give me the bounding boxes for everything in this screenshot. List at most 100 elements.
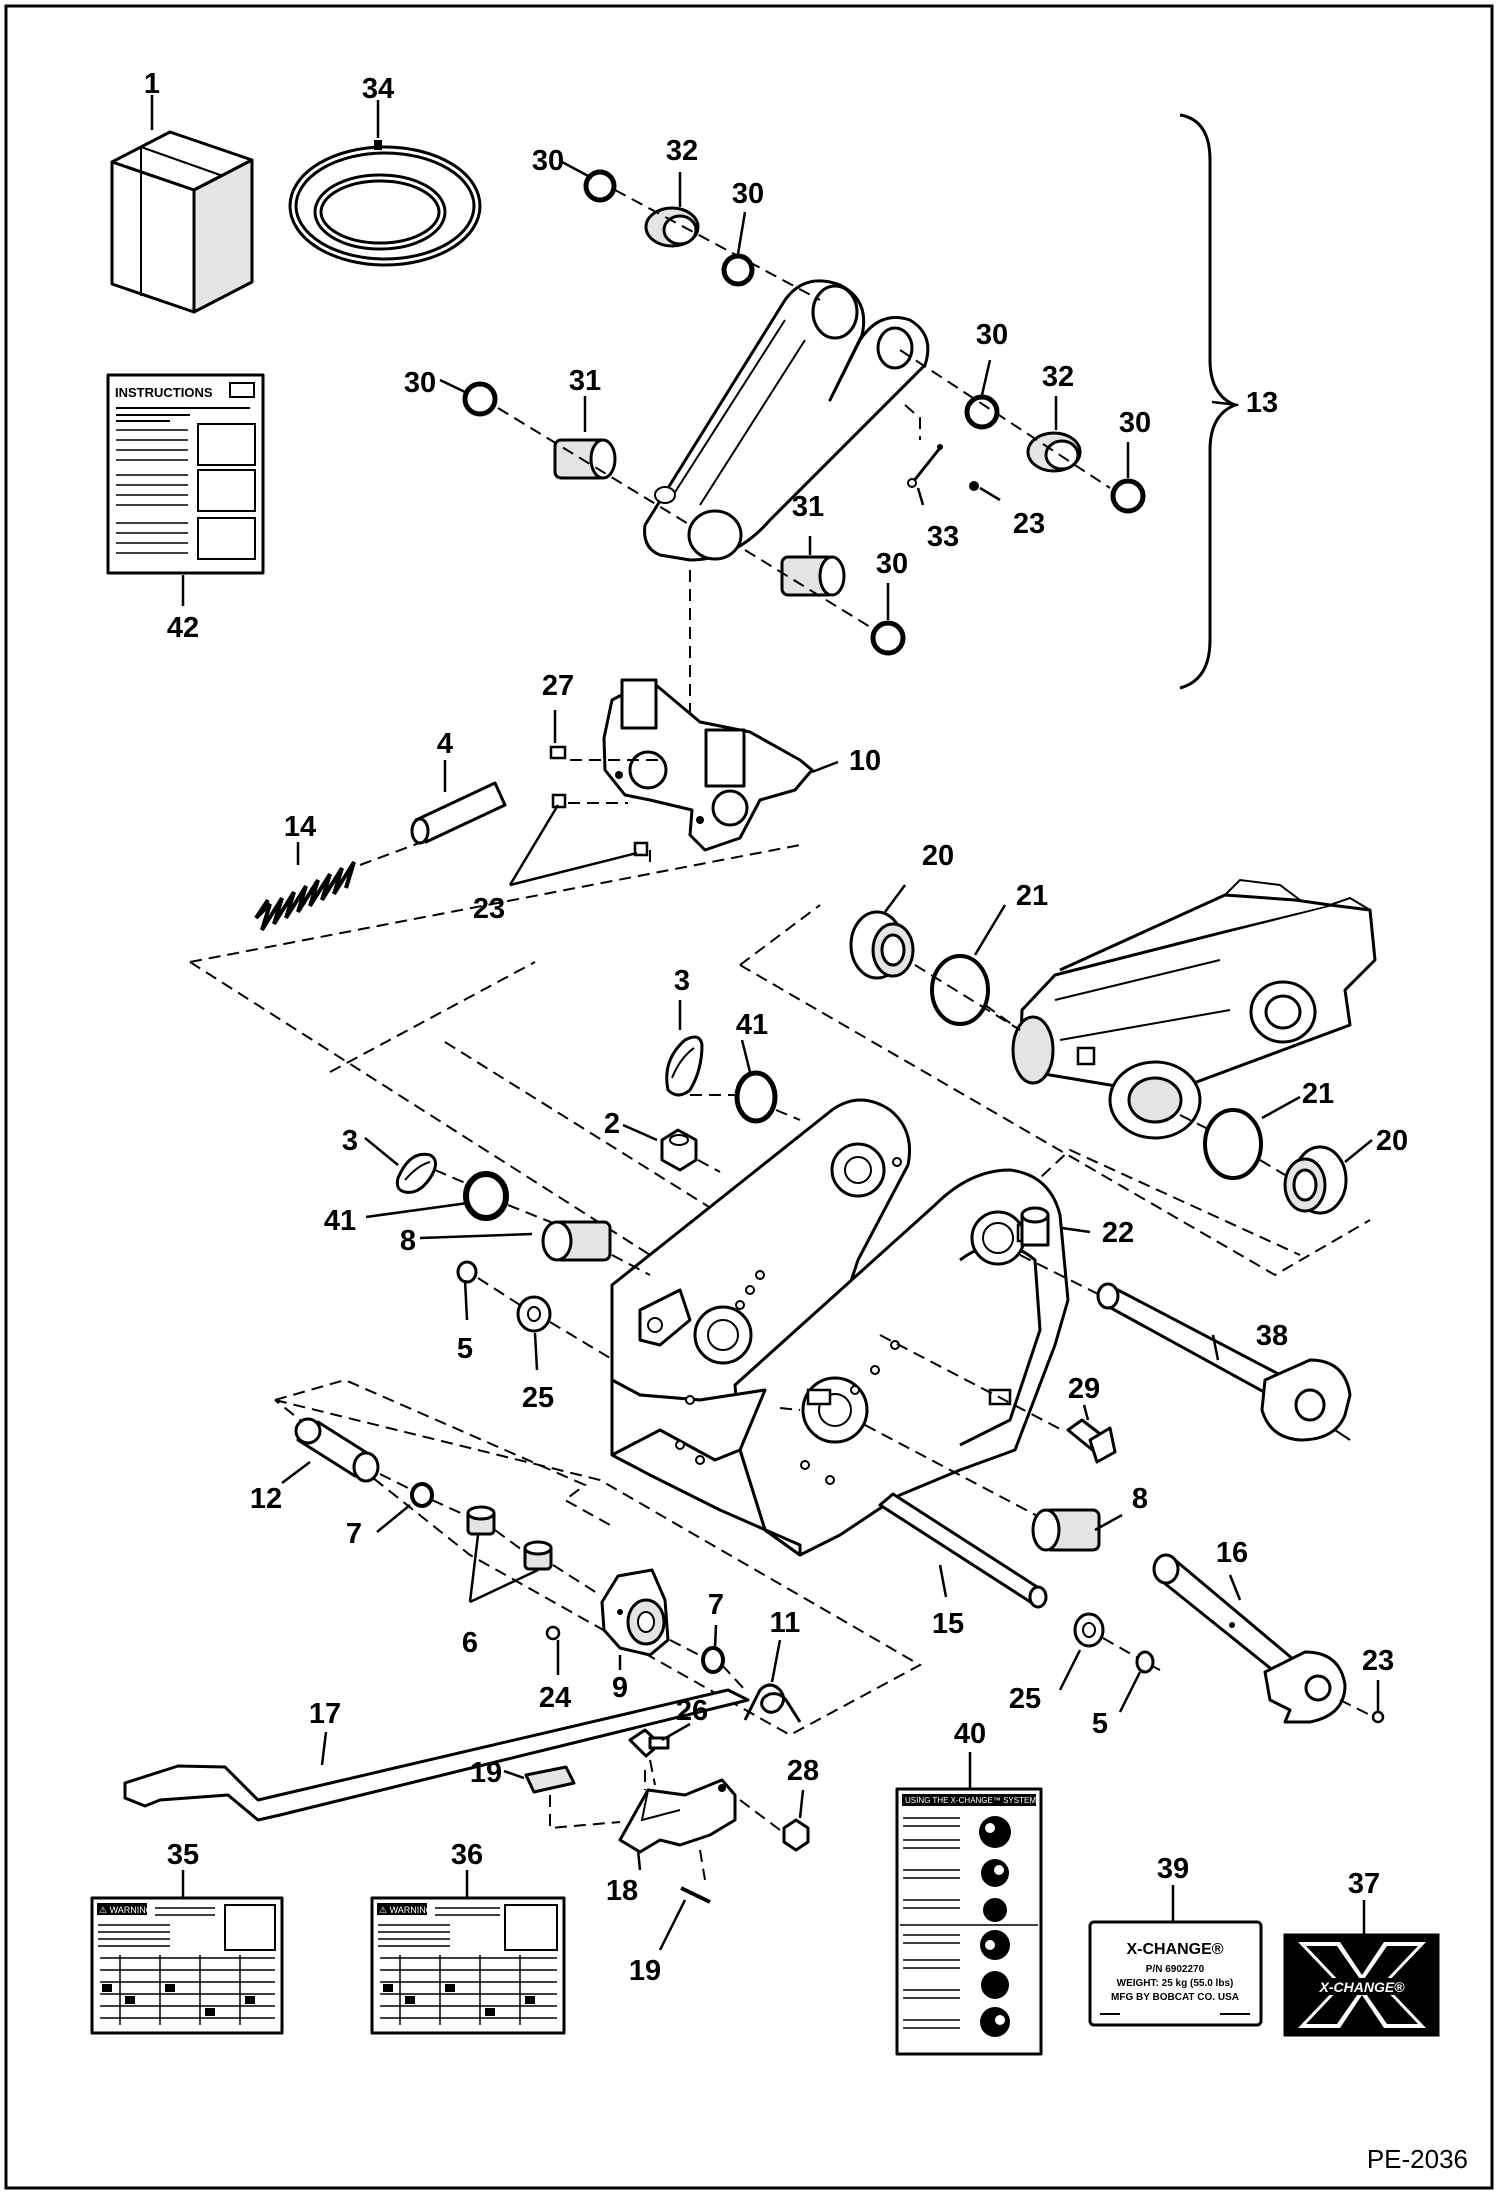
callout-19-b: 19 [629,1955,661,1987]
part-30-ring-b [721,253,755,287]
part-18-bracket [618,1778,737,1854]
mounting-beam-section [1011,878,1377,1140]
callout-40: 40 [954,1718,986,1750]
part-23-fitting-a [551,793,567,809]
part-12-sleeve [294,1417,380,1483]
callout-34: 34 [362,73,394,105]
decal-37-logo-text: X-CHANGE® [1319,1979,1406,1995]
part-37-logo-decal: X-CHANGE® [1283,1933,1440,2037]
part-5-snap-ring-left [456,1260,478,1284]
callout-32-b: 32 [1042,361,1074,393]
part-5-snap-ring-right [1135,1650,1155,1674]
part-21-shim-upper [930,954,990,1026]
part-20-bushing-flanged-lower [1283,1145,1348,1215]
callout-31-a: 31 [569,365,601,397]
callout-30-b: 30 [732,178,764,210]
part-14-spring [254,860,356,932]
part-23-fitting-lower [1371,1710,1385,1724]
callout-2: 2 [604,1108,620,1140]
part-8-bushing-left [541,1220,612,1262]
callout-26: 26 [676,1695,708,1727]
part-31-sleeve-lower [780,555,846,597]
callout-15: 15 [932,1608,964,1640]
part-34-hose-coil [288,140,482,267]
beam-centerlines [739,904,1371,1277]
callout-20-b: 20 [1376,1125,1408,1157]
callout-30-a: 30 [532,145,564,177]
callout-30-e: 30 [1119,407,1151,439]
page-border [4,4,1494,2190]
decal-36-warning: ⚠ WARNING [379,1905,433,1915]
callout-25-a: 25 [522,1382,554,1414]
part-9-latch-lever [600,1568,670,1657]
callout-23-c: 23 [1362,1645,1394,1677]
callout-23-b: 23 [473,893,505,925]
callout-5-b: 5 [1092,1708,1108,1740]
callout-3-b: 3 [342,1125,358,1157]
part-30-ring-a [583,169,617,203]
callout-22: 22 [1102,1217,1134,1249]
bracket-centerlines [549,1759,781,1881]
drawing-id: PE-2036 [1367,2144,1468,2174]
part-7-ring-left [410,1482,434,1508]
part-30-ring-f [870,620,906,656]
part-41-washer-upper [734,1070,778,1124]
upper-link-arm [643,279,930,562]
part-24-fitting [545,1625,561,1641]
part-3-clip-upper [665,1035,704,1097]
callout-28: 28 [787,1755,819,1787]
part-25-washer-left [516,1295,552,1333]
callout-21-a: 21 [1016,880,1048,912]
part-39-id-decal: X-CHANGE® P/N 6902270 WEIGHT: 25 kg (55.… [1088,1920,1263,2027]
part-33-lynch-pin [907,444,943,488]
callout-30-c: 30 [404,367,436,399]
callout-8-b: 8 [1132,1483,1148,1515]
decal-39-weight: WEIGHT: 25 kg (55.0 lbs) [1117,1978,1234,1989]
callout-24: 24 [539,1682,571,1714]
callout-36: 36 [451,1839,483,1871]
callout-7-a: 7 [346,1518,362,1550]
callout-39: 39 [1157,1853,1189,1885]
part-41-washer-left [463,1171,509,1221]
callout-25-b: 25 [1009,1683,1041,1715]
part-23-grease-fitting-upper [969,481,979,491]
part-23-fitting-b [633,841,649,857]
callout-4: 4 [437,728,453,760]
callout-30-f: 30 [876,548,908,580]
callout-41-a: 41 [736,1009,768,1041]
callout-27: 27 [542,670,574,702]
part-16-locking-pin [1152,1553,1347,1724]
callout-13: 13 [1246,387,1278,419]
callout-33: 33 [927,521,959,553]
callout-42: 42 [167,612,199,644]
latch-assembly-centerlines [189,759,811,1289]
frame-centerlines [274,1094,1101,1526]
callout-7-b: 7 [708,1589,724,1621]
callout-1: 1 [144,68,160,100]
part-26-bolt [628,1728,670,1758]
callout-23-a: 23 [1013,508,1045,540]
callout-3-a: 3 [674,965,690,997]
part-22-dowel [1020,1206,1050,1247]
callout-41-b: 41 [324,1205,356,1237]
part-7-ring-right [701,1646,725,1674]
part-10-latch-block [602,678,814,852]
callout-31-b: 31 [792,491,824,523]
decal-39-mfg: MFG BY BOBCAT CO. USA [1111,1992,1239,2003]
main-coupler-frame [610,1098,1070,1557]
part-2-spacer [660,1128,698,1172]
part-19-pad [524,1765,576,1794]
callout-9: 9 [612,1672,628,1704]
lower-centerlines [379,1473,1371,1716]
part-28-nut [782,1818,810,1852]
part-4-pin [410,781,507,845]
part-1-carton [110,130,254,314]
callout-19-a: 19 [470,1757,502,1789]
leader-lines [181,160,1380,1951]
callout-16: 16 [1216,1537,1248,1569]
callout-11: 11 [770,1607,801,1639]
part-32-bushing-right [1026,431,1082,473]
part-6-bushing-a [466,1505,496,1536]
callout-14: 14 [284,811,316,843]
callout-29: 29 [1068,1373,1100,1405]
